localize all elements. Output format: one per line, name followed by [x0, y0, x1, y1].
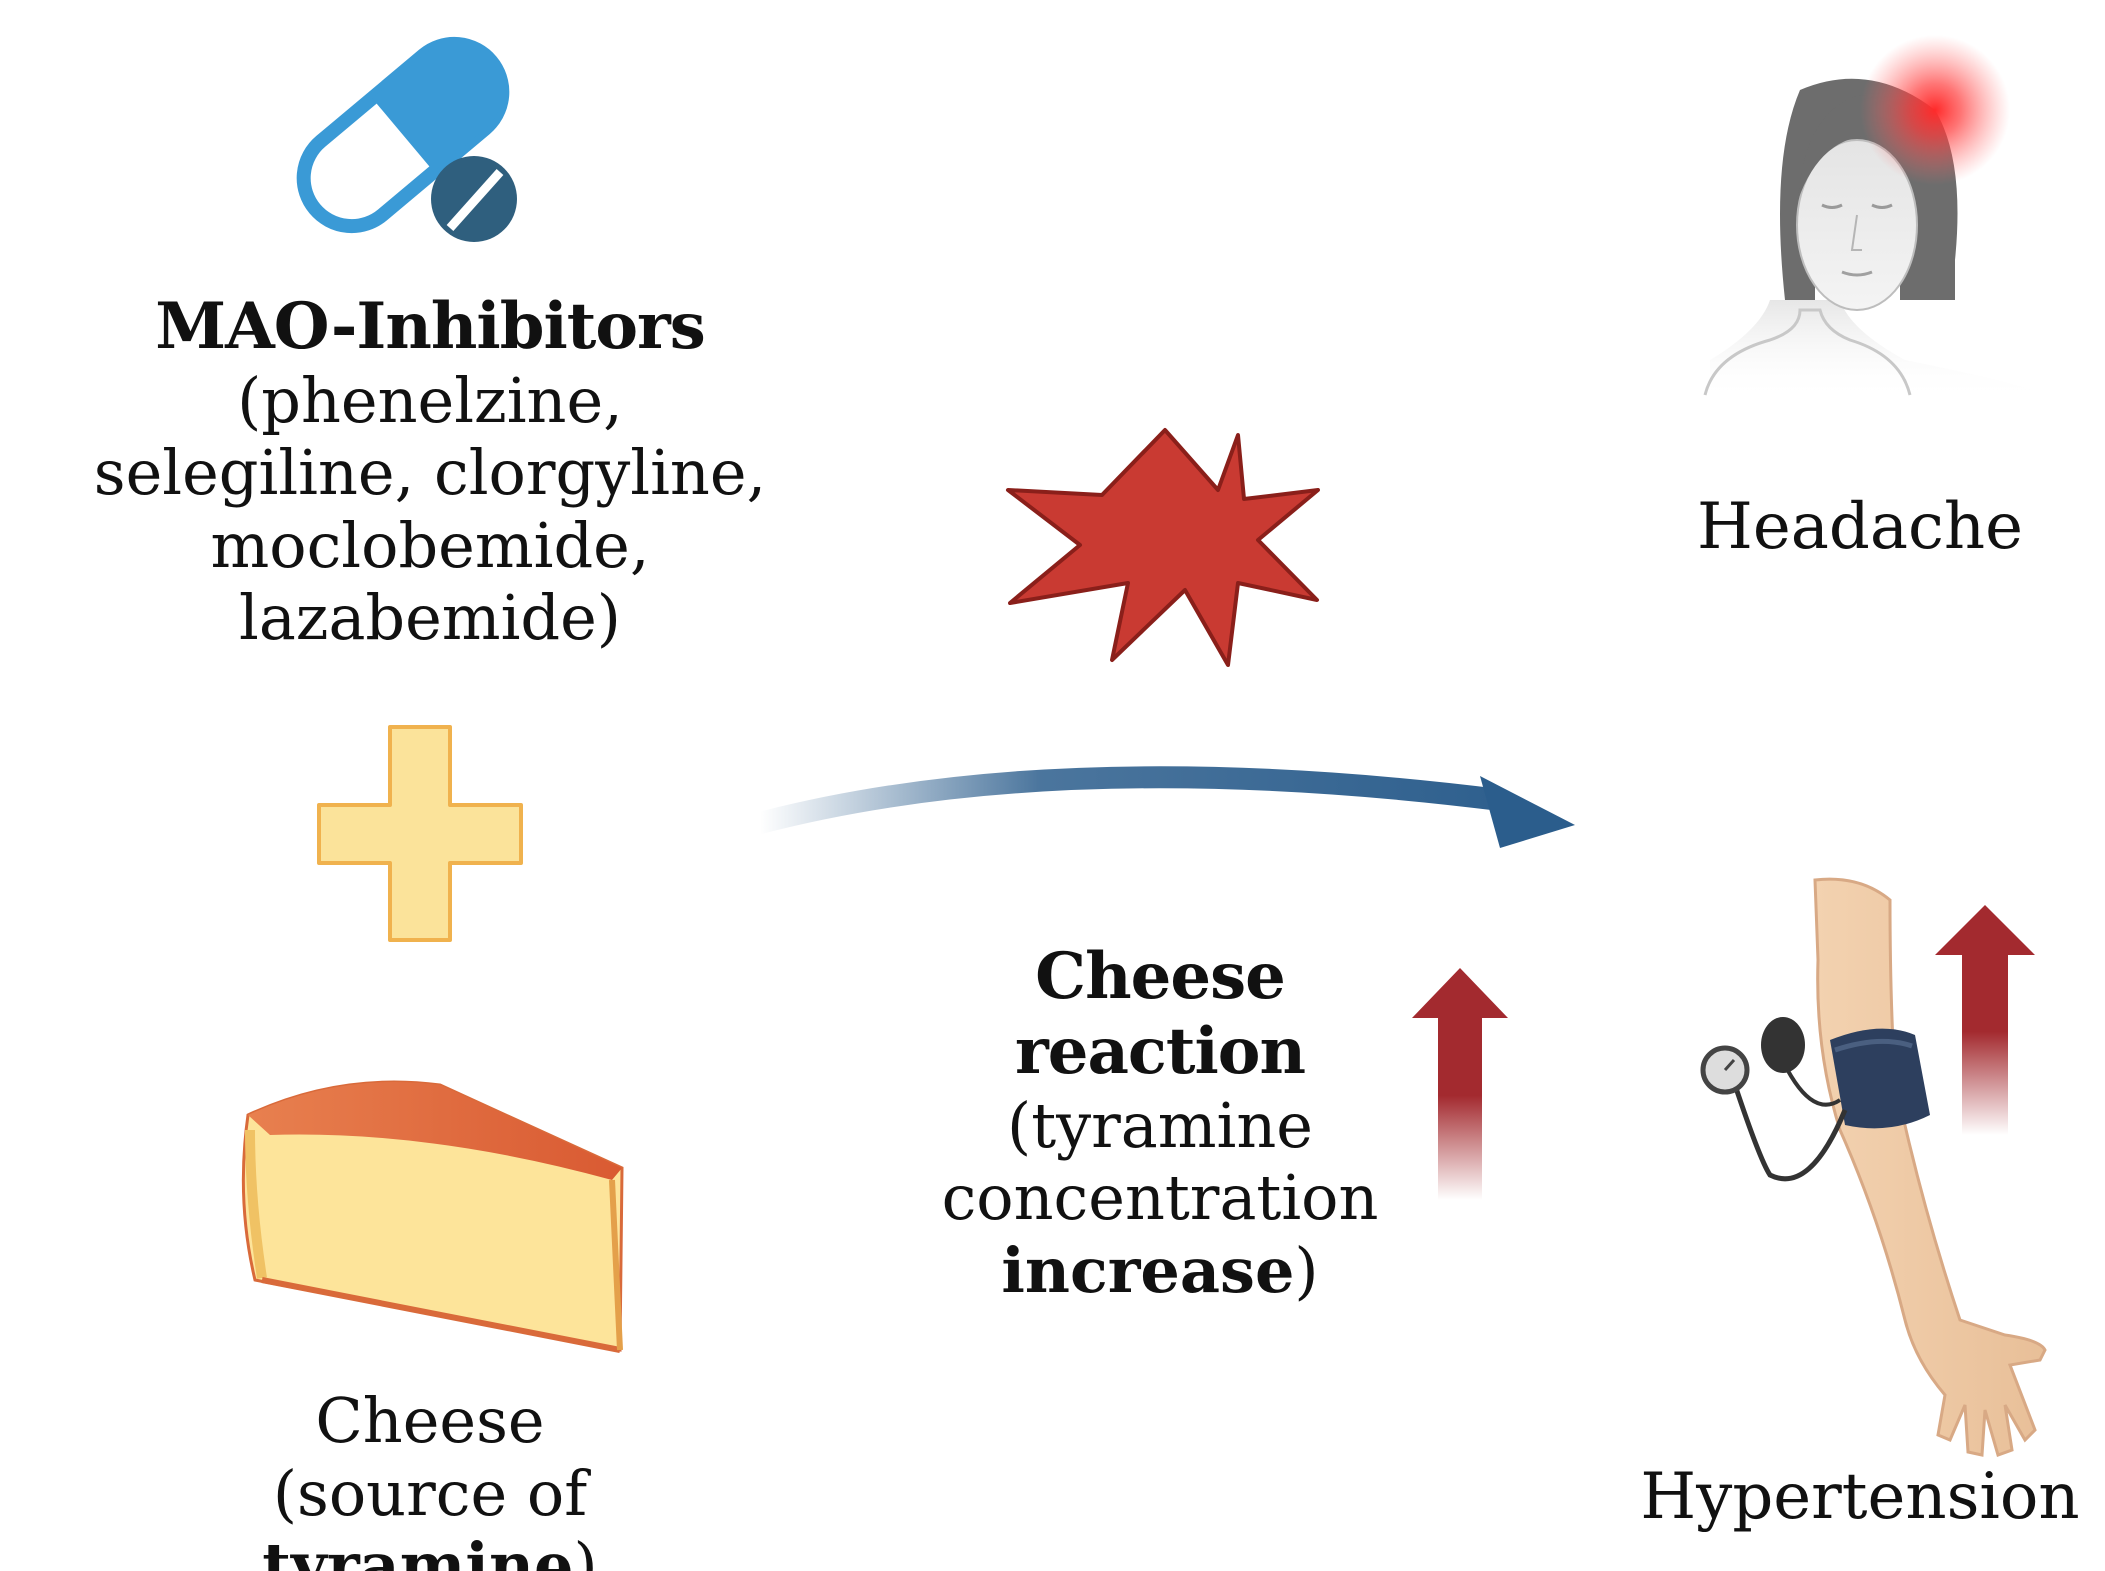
reaction-increase: increase [1001, 1233, 1295, 1307]
reaction-suffix: ) [1294, 1233, 1319, 1307]
reaction-line: increase) [880, 1233, 1440, 1308]
mao-title: MAO-Inhibitors [155, 289, 706, 364]
cheese-reaction-label: Cheese reaction (tyramine concentration … [880, 939, 1440, 1308]
cheese-icon [241, 1080, 624, 1353]
capsule-icon [296, 36, 510, 234]
mao-inhibitors-label: MAO-Inhibitors (phenelzine, selegiline, … [20, 289, 840, 655]
pain-glow-icon [1860, 35, 2010, 185]
tablet-icon [431, 156, 517, 242]
reaction-title: Cheese reaction [1015, 939, 1306, 1089]
cheese-source-tyramine: tyramine [262, 1529, 574, 1571]
cheese-source-prefix: (source of [272, 1456, 588, 1530]
plus-icon [317, 725, 523, 942]
cheese-source-suffix: ) [573, 1529, 598, 1571]
up-arrow-icon [1412, 968, 1508, 1200]
cheese-label: Cheese (source of tyramine) [100, 1384, 760, 1571]
reaction-line: (tyramine [1007, 1088, 1313, 1162]
hypertension-label: Hypertension [1640, 1460, 2080, 1534]
up-arrow-icon [1935, 905, 2035, 1135]
mao-drug-line: moclobemide, lazabemide) [210, 508, 650, 655]
cheese-source: (source of tyramine) [100, 1456, 760, 1571]
mao-drug-line: (phenelzine, [237, 363, 623, 437]
blood-pressure-cuff-icon [1700, 1017, 1930, 1182]
flow-arrow-icon [749, 766, 1575, 848]
explosion-icon [1006, 428, 1320, 667]
headache-label: Headache [1697, 490, 2023, 564]
cheese-name: Cheese [315, 1384, 545, 1457]
arm-icon [1813, 877, 2047, 1457]
mao-drug-line: selegiline, clorgyline, [93, 436, 767, 510]
reaction-line: concentration [941, 1161, 1379, 1235]
